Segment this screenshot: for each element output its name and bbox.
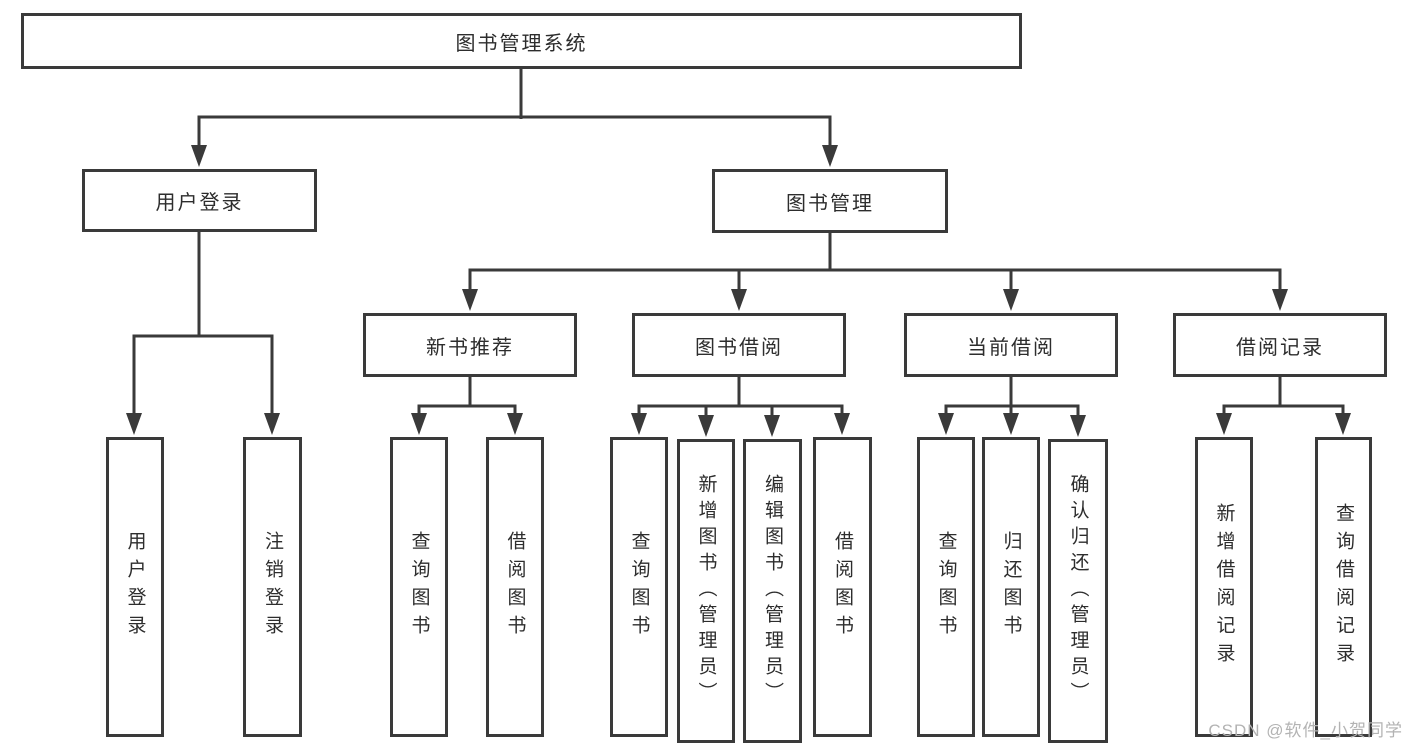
leaf-label: 用户登录 bbox=[124, 531, 146, 643]
leaf-add-borrow-record: 新增借阅记录 bbox=[1195, 437, 1253, 737]
leaf-label: 借阅图书 bbox=[832, 531, 853, 643]
leaf-borrow-books-recommend: 借阅图书 bbox=[486, 437, 544, 737]
node-label: 用户登录 bbox=[155, 192, 244, 214]
node-label: 图书管理 bbox=[786, 192, 874, 215]
leaf-label: 确认归还（管理员） bbox=[1067, 474, 1089, 708]
leaf-query-books-current: 查询图书 bbox=[917, 437, 975, 737]
leaf-label: 新增借阅记录 bbox=[1213, 503, 1235, 671]
node-label: 借阅记录 bbox=[1236, 336, 1324, 359]
node-book-management: 图书管理 bbox=[712, 169, 948, 233]
leaf-label: 归还图书 bbox=[1000, 531, 1022, 643]
node-book-borrowing: 图书借阅 bbox=[632, 313, 846, 377]
leaf-query-borrow-record: 查询借阅记录 bbox=[1315, 437, 1372, 737]
node-new-book-recommendation: 新书推荐 bbox=[363, 313, 577, 377]
leaf-logout-login: 注销登录 bbox=[243, 437, 302, 737]
node-label: 当前借阅 bbox=[967, 336, 1055, 359]
leaf-label: 新增图书（管理员） bbox=[695, 474, 717, 708]
leaf-label: 查询图书 bbox=[408, 531, 430, 643]
node-label: 新书推荐 bbox=[426, 336, 514, 359]
leaf-label: 注销登录 bbox=[262, 531, 283, 643]
leaf-label: 查询图书 bbox=[628, 531, 650, 643]
node-user-login: 用户登录 bbox=[82, 169, 317, 232]
node-borrowing-records: 借阅记录 bbox=[1173, 313, 1387, 377]
leaf-confirm-return-admin: 确认归还（管理员） bbox=[1048, 439, 1108, 743]
leaf-query-books-recommend: 查询图书 bbox=[390, 437, 448, 737]
leaf-label: 编辑图书（管理员） bbox=[762, 474, 783, 708]
leaf-borrow-books-borrowing: 借阅图书 bbox=[813, 437, 872, 737]
leaf-label: 查询借阅记录 bbox=[1333, 503, 1354, 671]
node-label: 图书管理系统 bbox=[455, 32, 588, 55]
csdn-watermark: CSDN @软件_小贺同学 bbox=[1208, 721, 1403, 740]
leaf-user-login: 用户登录 bbox=[106, 437, 164, 737]
leaf-label: 查询图书 bbox=[935, 531, 957, 643]
leaf-edit-books-admin: 编辑图书（管理员） bbox=[743, 439, 802, 743]
node-system-root: 图书管理系统 bbox=[21, 13, 1022, 69]
leaf-add-books-admin: 新增图书（管理员） bbox=[677, 439, 735, 743]
leaf-query-books-borrowing: 查询图书 bbox=[610, 437, 668, 737]
leaf-return-books: 归还图书 bbox=[982, 437, 1040, 737]
node-current-borrowing: 当前借阅 bbox=[904, 313, 1118, 377]
leaf-label: 借阅图书 bbox=[504, 531, 526, 643]
node-label: 图书借阅 bbox=[695, 336, 783, 359]
